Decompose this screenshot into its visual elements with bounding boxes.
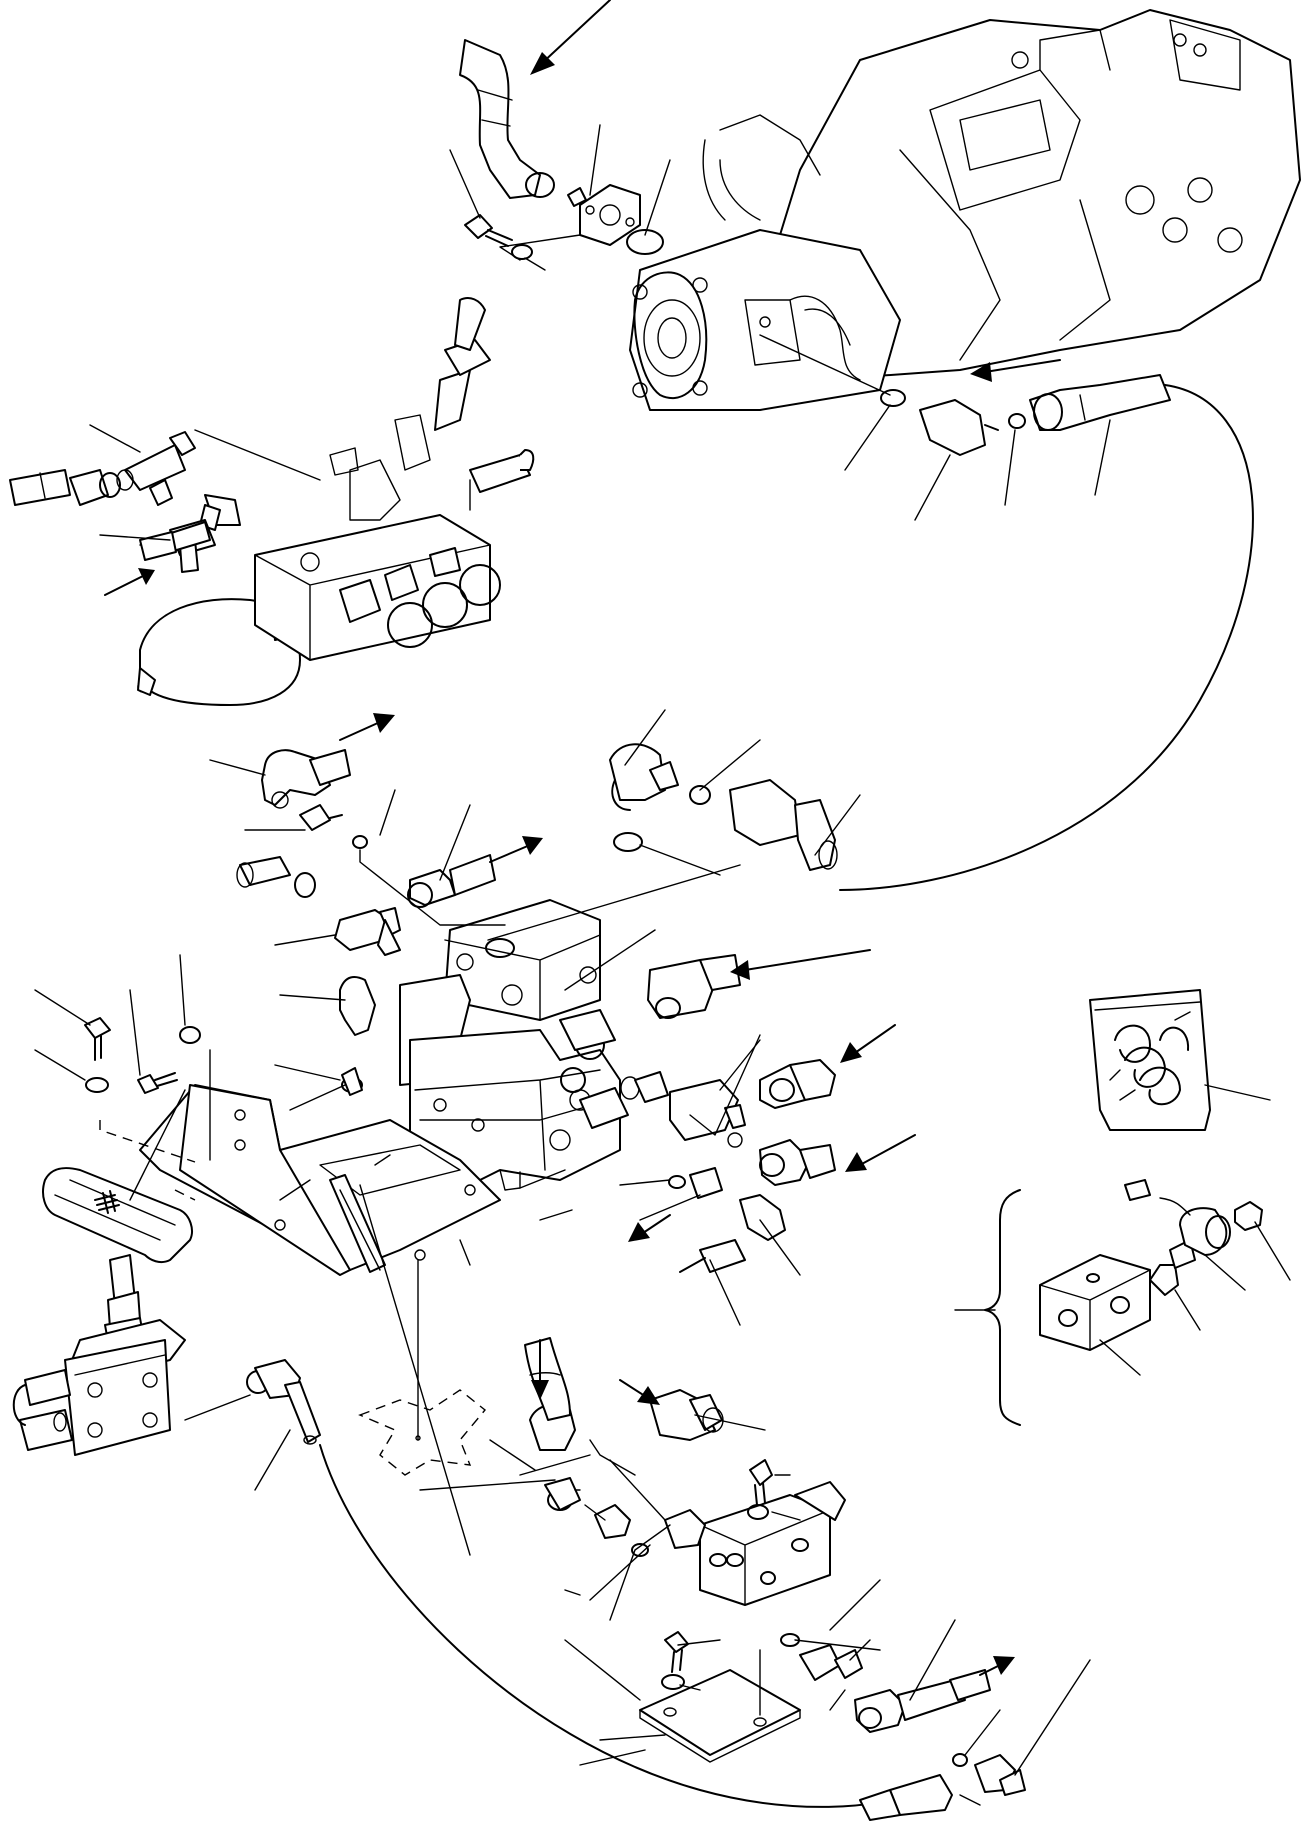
valve-outlet-fittings [620,1059,836,1273]
suction-flange [567,184,664,255]
pump-to-valve-hose-line [839,384,1254,891]
pedal-to-switch-hose-line [319,1444,921,1808]
hydraulic-pump-icon [702,9,1301,381]
bracket-bolts [84,1017,201,1094]
switch-valve-block [699,1481,846,1606]
group-brace [984,1189,1021,1426]
brake-valve-body [399,899,629,1191]
bolt-hidden-line [99,1120,196,1163]
floor-mount-symbol [358,1259,486,1476]
hose-icon [236,749,741,1096]
pedal-line-fitting [184,1359,321,1445]
valve-inlet-hose [729,779,838,871]
pressure-switch [1124,1179,1263,1269]
pump-front-housing [629,229,901,411]
pump-outlet-elbow [880,374,1171,456]
pressure-switch-block-icon [1039,1254,1179,1351]
valve-block-icon [254,297,535,661]
valve-elbow-fitting [609,743,711,852]
mounting-bolt [464,214,533,260]
leader-line-icon [34,124,1291,1806]
tee-fitting-icon [116,431,196,506]
flow-arrow-icon [104,0,1061,1676]
brake-pedal-icon [12,1167,193,1456]
pedal-bracket-icon [139,1084,501,1276]
o-ring-kit-bag-icon [1089,989,1211,1131]
switch-mount-plate [564,1631,801,1763]
switch-valve-fittings [524,1337,1026,1821]
accumulator-inlet-hose [9,469,121,506]
suction-hose [459,39,555,199]
